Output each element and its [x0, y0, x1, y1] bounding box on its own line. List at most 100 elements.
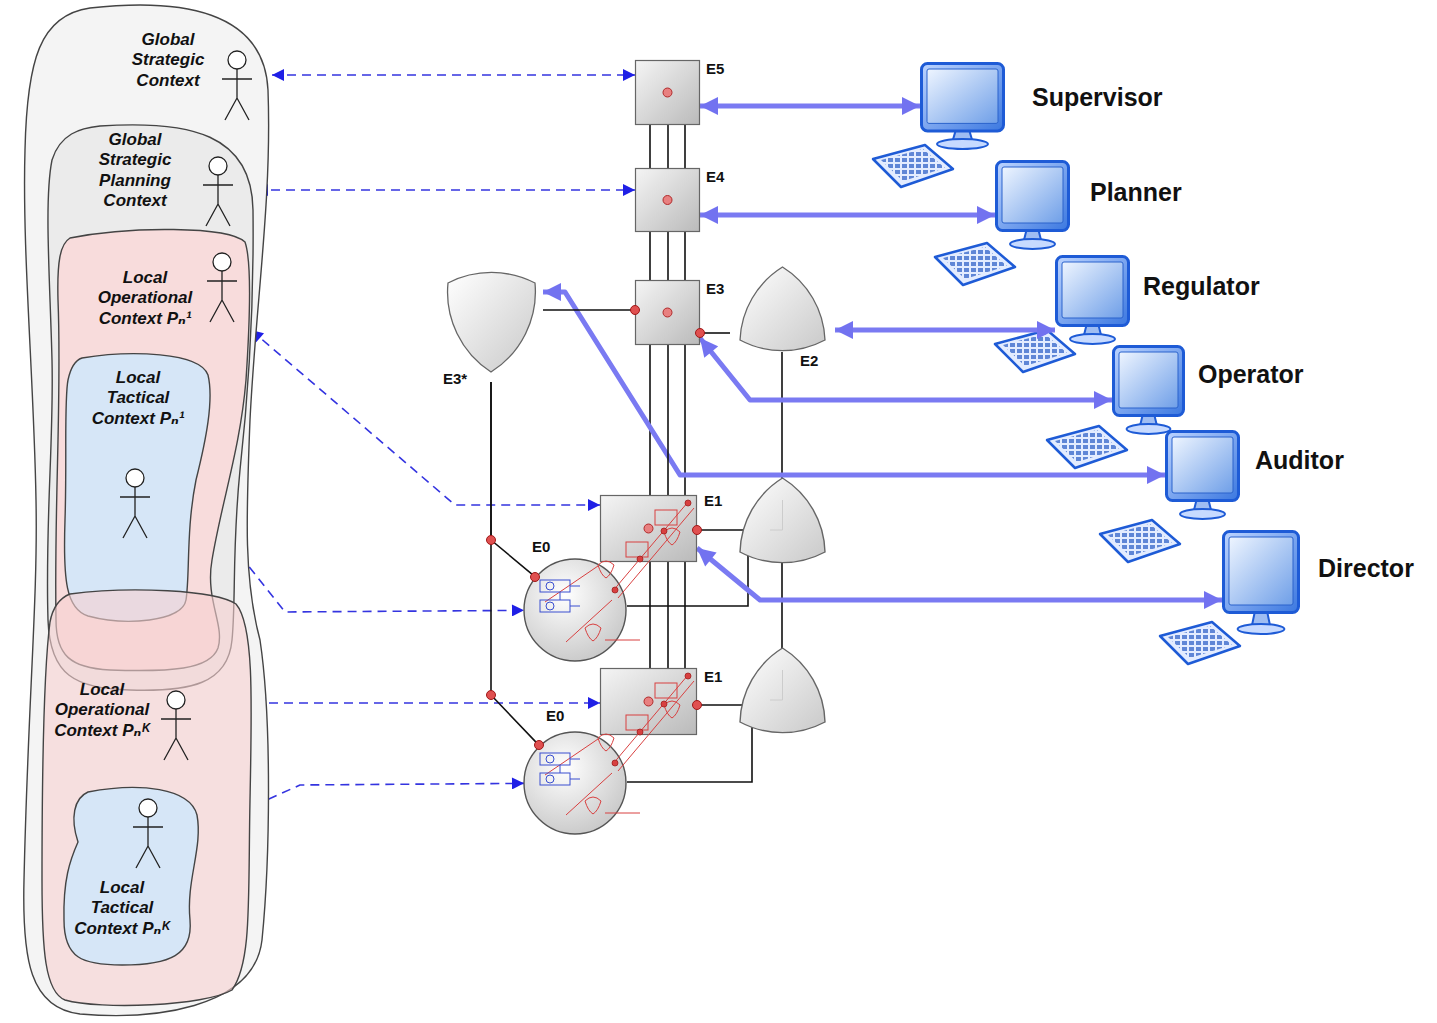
monitor-screen [1229, 537, 1293, 605]
context-region: Local Tactical Context Pₙᴷ [62, 780, 200, 968]
node-shape [1112, 345, 1185, 435]
actor-figure [207, 253, 237, 322]
centre-dot [663, 196, 672, 205]
square-body [601, 496, 697, 562]
monitor-base [1127, 424, 1171, 434]
keyboards [873, 145, 1240, 664]
actor-head [209, 157, 227, 175]
drawing-part [637, 556, 643, 562]
drawing-part [535, 741, 544, 750]
system-square: E3 [635, 280, 700, 345]
drawing-part [545, 502, 694, 642]
system-wire [491, 382, 536, 577]
context-link [251, 330, 600, 505]
monitor-base [1070, 334, 1115, 344]
node-shape [1055, 255, 1130, 345]
drawing-part [487, 691, 496, 700]
element-label: E0 [546, 707, 564, 724]
role-label: Planner [1090, 178, 1182, 207]
monitor-bezel [1224, 532, 1299, 613]
drawing-part [612, 500, 691, 593]
system-wire [491, 382, 540, 746]
actor-head [139, 799, 157, 817]
element-label: E4 [706, 168, 724, 185]
workstation: Director [1222, 530, 1300, 635]
workstation: Planner [995, 160, 1070, 250]
submodel-sketch-copy [540, 673, 694, 815]
element-label: E5 [706, 60, 724, 77]
user-link [835, 328, 1055, 333]
context-label: Global Strategic Planning Context [85, 130, 185, 212]
actor-body [161, 709, 191, 760]
context-outline [24, 5, 269, 1015]
drawing-part [612, 587, 618, 593]
user-link [700, 104, 920, 109]
context-link [212, 520, 524, 612]
drawing-part [487, 536, 496, 545]
drawing-part [935, 243, 1015, 285]
role-label: Regulator [1143, 272, 1260, 301]
context-outline [64, 787, 198, 965]
square-body [636, 169, 700, 232]
node-shape [1222, 530, 1300, 635]
square-body [636, 281, 700, 345]
drawing-part [585, 624, 601, 641]
system-wire [667, 232, 669, 280]
element-label: E2 [800, 352, 818, 369]
monitor-screen [1062, 262, 1123, 318]
context-label: Local Operational Context Pₙ¹ [85, 268, 205, 329]
context-link [254, 702, 600, 704]
context-label: Local Tactical Context Pₙᴷ [72, 878, 172, 939]
element-label: E3 [706, 280, 724, 297]
centre-dot [663, 88, 672, 97]
drawing-part [661, 528, 667, 534]
system-square: E4 [635, 168, 700, 232]
role-label: Operator [1198, 360, 1304, 389]
context-region: Local Operational Context PₙᴷLocal Tacti… [40, 584, 254, 1010]
actor-figure [120, 469, 150, 538]
drawing-part [873, 145, 953, 187]
drawing-part [696, 329, 705, 338]
monitor-base [1180, 509, 1225, 519]
node-shape [920, 62, 1005, 150]
monitor-base [937, 139, 988, 149]
actor-figure [161, 691, 191, 760]
drawing-part [531, 573, 540, 582]
circle-body [524, 732, 626, 834]
workstation: Supervisor [920, 62, 1005, 150]
drawing-part [655, 510, 677, 525]
actor-head [126, 469, 144, 487]
role-label: Auditor [1255, 446, 1344, 475]
node-shape [635, 60, 700, 125]
drawing-part [546, 582, 554, 590]
actor-body [222, 69, 252, 120]
monitor-bezel [1114, 347, 1184, 416]
node-shape [440, 270, 543, 382]
drawing-part [693, 526, 702, 535]
element-label: E3* [443, 370, 467, 387]
element-label: E0 [532, 538, 550, 555]
context-link [272, 74, 635, 76]
element-label: E1 [704, 492, 722, 509]
actor-head [213, 253, 231, 271]
drawing-part [540, 580, 570, 592]
system-triangle: E3* [440, 270, 543, 382]
node-shape [635, 280, 700, 345]
monitor-screen [927, 69, 998, 123]
system-wire [667, 125, 669, 168]
workstation: Regulator [1055, 255, 1130, 345]
node-shape [995, 160, 1070, 250]
square-body [636, 61, 700, 125]
context-region: Global Strategic ContextGlobal Strategic… [20, 2, 272, 1022]
drawing-part [631, 306, 640, 315]
triangle-body [740, 267, 825, 351]
user-link [697, 548, 1222, 600]
drawing-part [546, 602, 554, 610]
workstation: Auditor [1165, 430, 1240, 520]
node-shape [730, 264, 835, 352]
drawing-part [560, 586, 580, 606]
drawing-part [612, 502, 694, 598]
